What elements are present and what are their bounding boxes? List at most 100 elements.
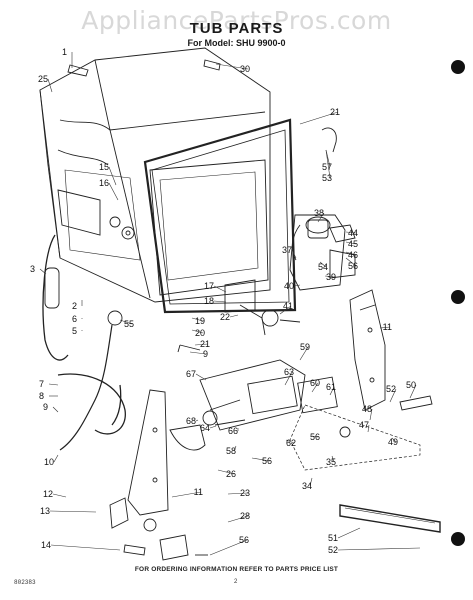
lower-control-assembly bbox=[169, 359, 421, 471]
callout-19: 19 bbox=[195, 316, 205, 326]
callout-7: 7 bbox=[39, 379, 44, 389]
callout-leader bbox=[108, 166, 117, 186]
callout-leader bbox=[293, 284, 301, 287]
side-bracket-right bbox=[349, 289, 386, 411]
model-number: For Model: SHU 9900-0 bbox=[187, 38, 286, 48]
callout-8: 8 bbox=[39, 391, 44, 401]
callout-58: 58 bbox=[226, 446, 236, 456]
callout-10: 10 bbox=[44, 457, 54, 467]
callout-leader bbox=[345, 231, 357, 234]
callout-leader bbox=[367, 424, 370, 433]
toe-panel bbox=[339, 504, 441, 533]
callout-54: 54 bbox=[318, 262, 328, 272]
callout-11: 11 bbox=[194, 487, 203, 497]
callout-66: 66 bbox=[228, 426, 238, 436]
callout-56: 56 bbox=[348, 261, 358, 271]
callout-leader bbox=[215, 63, 249, 70]
callout-leader bbox=[345, 257, 357, 267]
callout-leader bbox=[379, 326, 391, 329]
binder-hole-middle bbox=[451, 290, 465, 304]
callout-leader bbox=[50, 544, 121, 551]
ordering-note: FOR ORDERING INFORMATION REFER TO PARTS … bbox=[134, 566, 339, 573]
callout-68: 68 bbox=[186, 416, 196, 426]
small-hardware bbox=[67, 59, 433, 561]
callout-59: 59 bbox=[300, 342, 310, 352]
callout-leader bbox=[291, 249, 297, 259]
callout-5: 5 bbox=[72, 326, 77, 336]
diagram-title: TUB PARTS bbox=[189, 20, 284, 37]
callout-leader bbox=[279, 305, 292, 315]
callout-leader bbox=[108, 182, 119, 201]
binder-hole-top bbox=[451, 60, 465, 74]
callout-12: 12 bbox=[43, 489, 53, 499]
callout-47: 47 bbox=[359, 420, 369, 430]
callout-leader bbox=[345, 251, 357, 256]
callout-13: 13 bbox=[40, 506, 50, 516]
callout-23: 23 bbox=[240, 488, 250, 498]
callout-40: 40 bbox=[284, 281, 294, 291]
callout-leader bbox=[209, 425, 217, 429]
callout-leader bbox=[227, 515, 249, 523]
callout-28: 28 bbox=[240, 511, 250, 521]
callout-6: 6 bbox=[72, 314, 77, 324]
callout-62: 62 bbox=[286, 438, 296, 448]
callout-9: 9 bbox=[43, 402, 48, 412]
callout-18: 18 bbox=[204, 296, 214, 306]
callout-leader bbox=[229, 314, 239, 318]
callout-leader bbox=[311, 435, 319, 438]
callout-56: 56 bbox=[310, 432, 320, 442]
callout-leader bbox=[389, 388, 397, 403]
callout-63: 63 bbox=[284, 367, 294, 377]
callout-48: 48 bbox=[362, 404, 372, 414]
callout-45: 45 bbox=[348, 239, 358, 249]
callout-leader bbox=[233, 445, 237, 452]
callout-leader bbox=[319, 261, 327, 268]
callout-56: 56 bbox=[239, 535, 249, 545]
callout-26: 26 bbox=[226, 469, 236, 479]
callout-leader bbox=[195, 419, 199, 422]
callout-leader bbox=[284, 371, 293, 386]
callout-leader bbox=[171, 491, 202, 498]
callout-leader bbox=[213, 300, 227, 303]
callout-leader bbox=[309, 477, 313, 487]
callout-leader bbox=[49, 510, 97, 513]
callout-leader bbox=[195, 373, 207, 381]
callout-14: 14 bbox=[41, 540, 51, 550]
callout-leader bbox=[324, 275, 335, 278]
callout-39: 39 bbox=[326, 272, 336, 282]
callout-leader bbox=[391, 437, 397, 443]
callout-17: 17 bbox=[204, 281, 214, 291]
callout-leader bbox=[52, 493, 67, 498]
callout-15: 15 bbox=[99, 162, 109, 172]
callout-leader bbox=[299, 346, 309, 361]
callout-leader bbox=[325, 149, 331, 179]
side-bracket-left bbox=[127, 389, 169, 516]
callout-20: 20 bbox=[195, 328, 205, 338]
callout-leader bbox=[217, 469, 235, 475]
callout-leader bbox=[189, 351, 207, 355]
callout-leader bbox=[409, 384, 417, 399]
callout-38: 38 bbox=[314, 208, 324, 218]
callout-leader bbox=[119, 319, 133, 325]
fill-hose bbox=[42, 234, 126, 451]
callout-41: 41 bbox=[283, 301, 293, 311]
callout-44: 44 bbox=[348, 228, 358, 238]
binder-hole-bottom bbox=[451, 532, 465, 546]
callout-53: 53 bbox=[322, 173, 332, 183]
callout-37: 37 bbox=[282, 245, 292, 255]
callout-leader bbox=[299, 111, 339, 125]
callout-leader bbox=[213, 285, 227, 293]
callout-30: 30 bbox=[240, 64, 250, 74]
callout-leader bbox=[345, 241, 357, 245]
callout-leader bbox=[39, 268, 47, 275]
callout-35: 35 bbox=[326, 457, 336, 467]
callout-21: 21 bbox=[200, 339, 210, 349]
callout-55: 55 bbox=[124, 319, 134, 329]
page-number: 2 bbox=[234, 579, 238, 585]
callout-34: 34 bbox=[302, 481, 312, 491]
callout-leader bbox=[331, 455, 335, 463]
callout-52: 52 bbox=[328, 545, 338, 555]
